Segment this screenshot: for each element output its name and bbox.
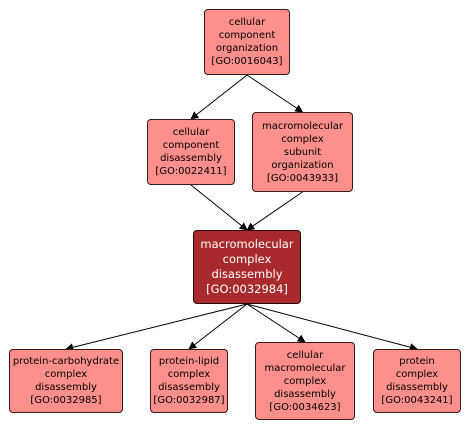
edge-go0032984-go0043241	[246, 303, 418, 352]
node-go0032985[interactable]: protein-carbohydrate complex disassembly…	[9, 349, 123, 413]
node-go-id: [GO:0043241]	[381, 395, 453, 406]
node-line: complex	[281, 133, 324, 145]
node-go-id: [GO:0032985]	[30, 395, 102, 406]
node-go0043933[interactable]: macromolecular complex subunit organizat…	[252, 112, 353, 192]
node-line: disassembly	[386, 382, 448, 393]
node-go-id: [GO:0032984]	[206, 282, 288, 296]
node-line: cellular	[228, 17, 266, 28]
node-go0034623[interactable]: cellular macromolecular complex disassem…	[255, 342, 355, 420]
node-line: macromolecular	[200, 237, 294, 251]
node-line: disassembly	[274, 388, 336, 400]
node-line: protein-lipid	[158, 356, 220, 367]
node-line: disassembly	[211, 267, 283, 281]
node-line: complex	[283, 375, 327, 387]
node-go0032984-focus[interactable]: macromolecular complex disassembly [GO:0…	[193, 230, 301, 304]
node-line: component	[218, 30, 276, 41]
node-go-id: [GO:0034623]	[269, 401, 341, 413]
node-line: protein	[399, 356, 435, 367]
node-go0032987[interactable]: protein-lipid complex disassembly [GO:00…	[150, 349, 228, 413]
node-line: cellular	[286, 349, 324, 361]
node-go-id: [GO:0016043]	[211, 56, 283, 67]
node-go-id: [GO:0032987]	[153, 395, 225, 406]
edge-go0043933-go0032984	[246, 191, 303, 231]
node-line: complex	[167, 369, 211, 380]
node-line: complex	[44, 369, 88, 380]
node-go0016043[interactable]: cellular component organization [GO:0016…	[204, 9, 290, 75]
edge-go0016043-go0043933	[246, 74, 304, 113]
node-line: disassembly	[158, 382, 220, 393]
edge-go0032984-go0032985	[65, 303, 248, 352]
node-line: organization	[271, 159, 334, 171]
node-go-id: [GO:0022411]	[155, 166, 227, 177]
node-line: organization	[215, 43, 279, 54]
edge-go0032984-go0034623	[246, 303, 306, 343]
node-line: component	[162, 140, 220, 151]
node-line: subunit	[283, 146, 322, 158]
node-line: disassembly	[35, 382, 97, 393]
node-line: macromolecular	[261, 120, 344, 132]
node-line: cellular	[172, 127, 210, 138]
node-line: macromolecular	[264, 362, 346, 374]
node-line: protein-carbohydrate	[12, 356, 120, 367]
node-go0022411[interactable]: cellular component disassembly [GO:00224…	[147, 119, 235, 185]
edge-go0016043-go0022411	[190, 74, 248, 120]
edge-go0022411-go0032984	[190, 184, 248, 231]
edge-go0032984-go0032987	[188, 303, 248, 350]
node-go-id: [GO:0043933]	[266, 172, 339, 184]
node-line: complex	[395, 369, 439, 380]
node-line: disassembly	[160, 153, 222, 164]
node-line: complex	[222, 252, 272, 266]
node-go0043241[interactable]: protein complex disassembly [GO:0043241]	[373, 349, 461, 413]
